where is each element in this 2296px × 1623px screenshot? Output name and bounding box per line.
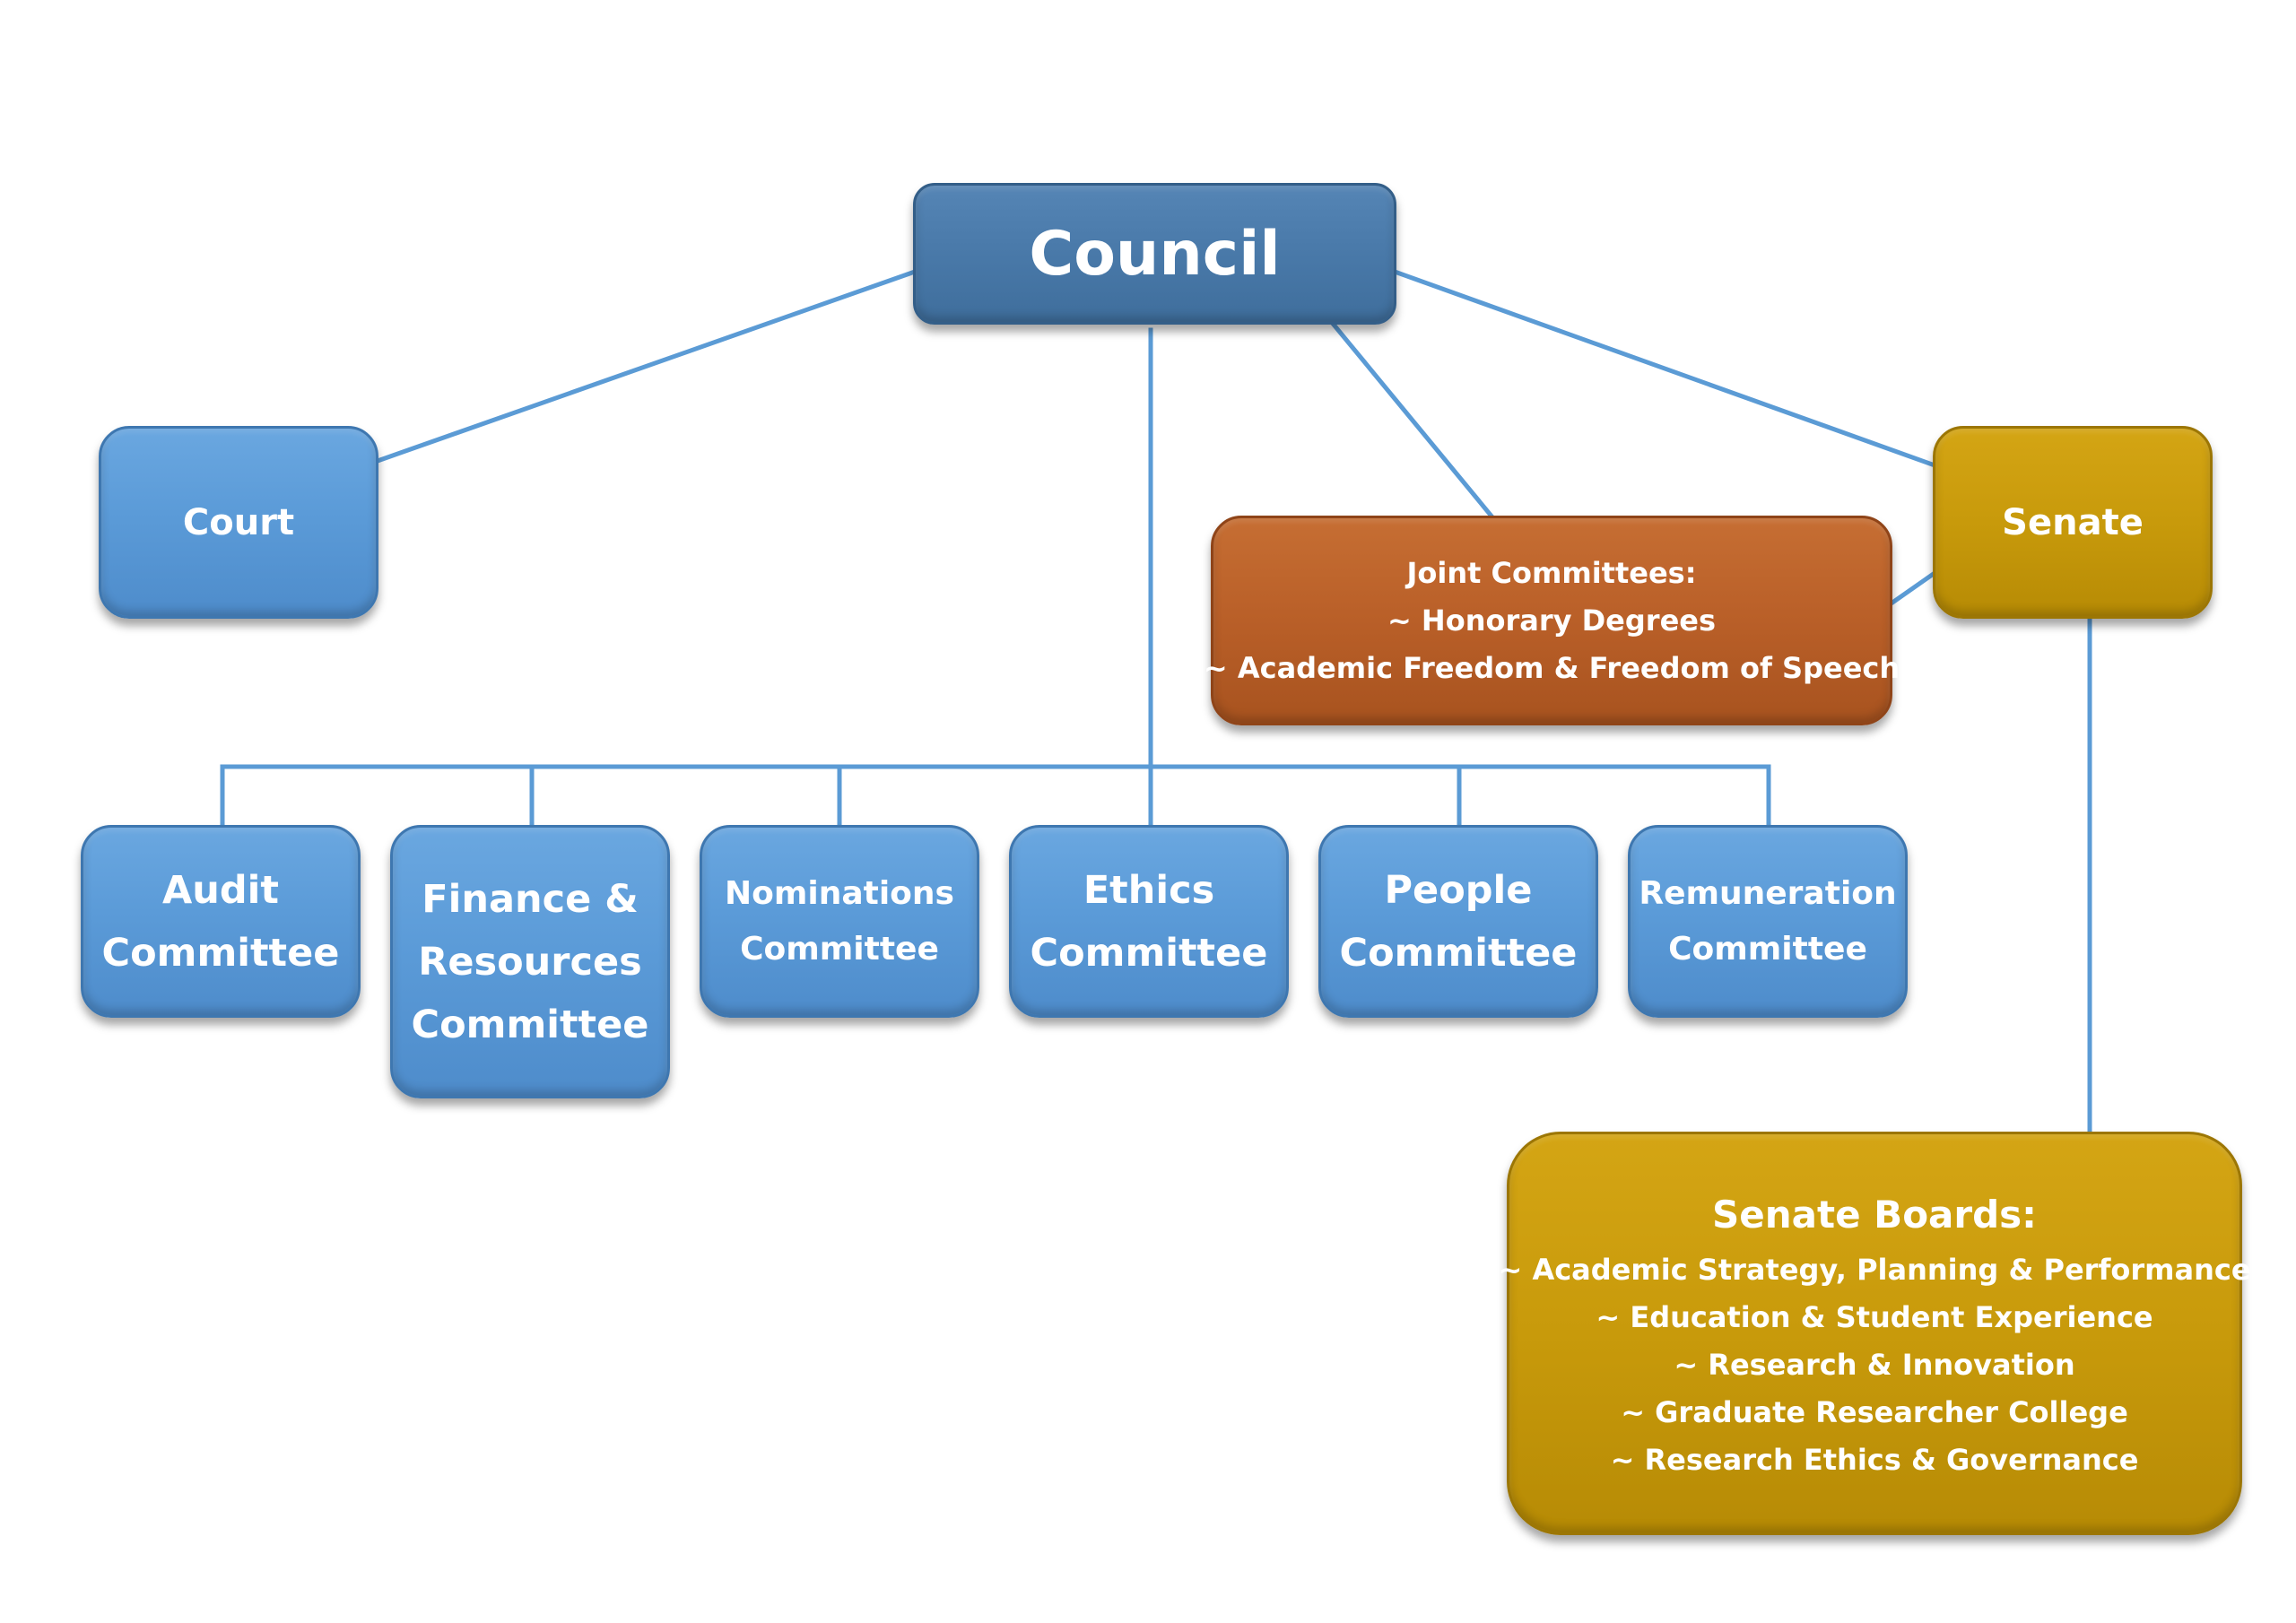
remuneration-committee-node[interactable]: Remuneration Committee bbox=[1628, 825, 1908, 1018]
council-court-connector bbox=[371, 268, 918, 465]
senate-node[interactable]: Senate bbox=[1933, 426, 2213, 619]
council-node[interactable]: Council bbox=[913, 183, 1396, 325]
senate-board-item: ~ Education & Student Experience bbox=[1596, 1299, 2153, 1334]
joint-committee-item: ~ Honorary Degrees bbox=[1387, 603, 1717, 638]
committee-label-line: Audit bbox=[162, 867, 279, 913]
senate-board-item: ~ Research & Innovation bbox=[1674, 1347, 2075, 1382]
finance-resources-committee-node[interactable]: Finance & Resources Committee bbox=[390, 825, 670, 1098]
joint-committees-node[interactable]: Joint Committees: ~ Honorary Degrees ~ A… bbox=[1204, 516, 1900, 725]
council-joint-connector bbox=[1330, 321, 1497, 522]
committee-label-line: Finance & bbox=[422, 876, 639, 922]
committee-label-line: Committee bbox=[1339, 930, 1578, 976]
senate-joint-connector bbox=[1889, 568, 1941, 606]
nominations-committee-node[interactable]: Nominations Committee bbox=[700, 825, 979, 1018]
senate-label: Senate bbox=[2002, 501, 2144, 543]
council-senate-connector bbox=[1391, 268, 1941, 470]
senate-boards-node[interactable]: Senate Boards: ~ Academic Strategy, Plan… bbox=[1498, 1132, 2251, 1535]
committee-label-line: Remuneration bbox=[1639, 874, 1897, 912]
committee-label-line: Committee bbox=[740, 930, 939, 968]
committee-label-line: Committee bbox=[411, 1002, 649, 1047]
court-label: Court bbox=[182, 501, 295, 543]
joint-committees-title: Joint Committees: bbox=[1406, 555, 1697, 590]
senate-board-item: ~ Graduate Researcher College bbox=[1621, 1394, 2128, 1429]
committee-label-line: Committee bbox=[101, 930, 340, 976]
senate-boards-title: Senate Boards: bbox=[1712, 1192, 2037, 1237]
joint-committee-item: ~ Academic Freedom & Freedom of Speech bbox=[1203, 650, 1900, 685]
ethics-committee-node[interactable]: Ethics Committee bbox=[1009, 825, 1289, 1018]
committee-label-line: Resources bbox=[418, 939, 642, 985]
people-committee-node[interactable]: People Committee bbox=[1318, 825, 1598, 1018]
council-label: Council bbox=[1029, 218, 1281, 290]
committee-label-line: Committee bbox=[1030, 930, 1268, 976]
senate-board-item: ~ Research Ethics & Governance bbox=[1610, 1442, 2139, 1477]
committee-label-line: People bbox=[1384, 867, 1533, 913]
committee-label-line: Nominations bbox=[725, 874, 954, 912]
committee-label-line: Committee bbox=[1668, 930, 1867, 968]
audit-committee-node[interactable]: Audit Committee bbox=[81, 825, 361, 1018]
court-node[interactable]: Court bbox=[99, 426, 378, 619]
committee-label-line: Ethics bbox=[1083, 867, 1215, 913]
senate-board-item: ~ Academic Strategy, Planning & Performa… bbox=[1498, 1252, 2251, 1287]
